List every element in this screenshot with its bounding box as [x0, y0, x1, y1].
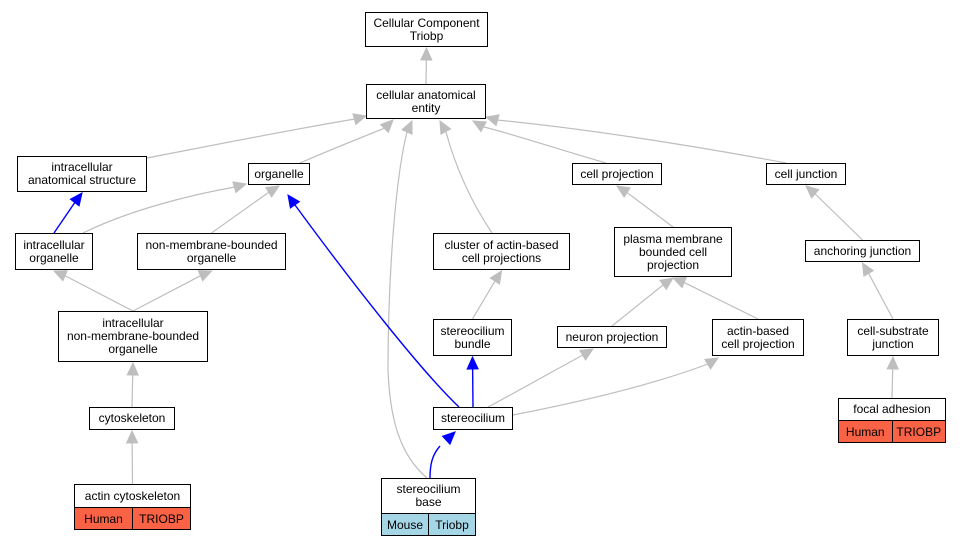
edge-cellproj-to-cae	[471, 120, 607, 164]
edge-scbase-to-stereocilium	[429, 431, 456, 479]
edge-intraorg-to-organelle	[82, 181, 248, 234]
edge-actinproj-to-pmbcp	[671, 276, 759, 320]
mouse-annotation-tag[interactable]: Triobp	[428, 514, 475, 535]
term-node-stereocilium[interactable]: stereocilium	[433, 407, 513, 430]
term-node-ias[interactable]: intracellular anatomical structure	[17, 156, 147, 192]
term-label: Cellular Component Triobp	[373, 15, 480, 43]
edge-cellsub-to-anchor	[861, 261, 894, 320]
edge-nonmem-to-organelle	[211, 185, 281, 234]
term-node-celljunc[interactable]: cell junction	[766, 163, 846, 185]
term-node-intraorg[interactable]: intracellular organelle	[15, 233, 93, 270]
term-node-intranonmem[interactable]: intracellular non-membrane-bounded organ…	[58, 311, 208, 362]
term-label: stereocilium bundle	[440, 323, 505, 351]
term-label: actin cytoskeleton	[84, 488, 181, 503]
term-node-anchor[interactable]: anchoring junction	[805, 240, 920, 262]
human-annotation-tag[interactable]: Human	[75, 508, 132, 529]
term-node-cae[interactable]: cellular anatomical entity	[366, 84, 486, 119]
term-node-organelle[interactable]: organelle	[248, 163, 310, 185]
term-label: organelle	[254, 166, 304, 181]
term-label: non-membrane-bounded organelle	[145, 237, 278, 265]
term-node-pmbcp[interactable]: plasma membrane bounded cell projection	[614, 227, 732, 277]
term-label: anchoring junction	[813, 243, 912, 258]
term-node-cellproj[interactable]: cell projection	[572, 163, 662, 185]
edge-stereocilium-to-neuronproj	[487, 348, 595, 408]
term-label: intracellular non-membrane-bounded organ…	[66, 316, 200, 356]
human-annotation-tag[interactable]: Human	[839, 421, 892, 442]
term-label: focal adhesion	[853, 402, 931, 416]
edge-anchor-to-celljunc	[805, 185, 863, 241]
human-annotation-tag[interactable]: TRIOBP	[132, 508, 190, 529]
term-label: cluster of actin-based cell projections	[444, 237, 559, 265]
edge-cytoskeleton-to-intranonmem	[126, 361, 139, 408]
edge-stereocilium-to-scbundle	[466, 355, 479, 408]
edge-cae-to-root	[420, 46, 433, 85]
edge-organelle-to-cae	[299, 119, 394, 164]
term-label: cytoskeleton	[98, 411, 166, 425]
edge-intranonmem-to-intraorg	[52, 270, 134, 312]
term-node-neuronproj[interactable]: neuron projection	[557, 326, 667, 348]
mouse-annotation-tag[interactable]: Mouse	[382, 514, 428, 535]
edge-neuronproj-to-pmbcp	[611, 277, 674, 327]
edge-cluster-to-cae	[439, 119, 493, 234]
edge-actincyto-to-cytoskeleton	[125, 429, 139, 485]
term-label: stereocilium base	[396, 482, 461, 509]
term-label: cellular anatomical entity	[376, 87, 476, 115]
term-label: intracellular organelle	[23, 237, 85, 265]
edge-ias-to-cae	[146, 113, 368, 159]
term-node-cellsub[interactable]: cell-substrate junction	[847, 319, 939, 356]
term-label: cell projection	[580, 166, 654, 181]
term-node-nonmem[interactable]: non-membrane-bounded organelle	[137, 233, 286, 270]
edge-celljunc-to-cae	[484, 114, 787, 164]
term-node-cytoskeleton[interactable]: cytoskeleton	[89, 407, 175, 430]
term-label: neuron projection	[565, 329, 659, 344]
term-node-root[interactable]: Cellular Component Triobp	[365, 12, 488, 47]
term-label: cell junction	[774, 166, 838, 181]
term-label: intracellular anatomical structure	[27, 160, 137, 187]
edge-scbase-to-cae	[387, 119, 428, 479]
term-node-cluster[interactable]: cluster of actin-based cell projections	[433, 233, 570, 270]
edge-stereocilium-to-organelle	[287, 194, 460, 408]
edge-stereocilium-to-actinproj	[512, 357, 720, 416]
term-node-scbundle[interactable]: stereocilium bundle	[433, 319, 512, 356]
term-label: plasma membrane bounded cell projection	[623, 231, 723, 272]
edge-pmbcp-to-cellproj	[615, 185, 674, 228]
term-label: stereocilium	[440, 411, 506, 425]
term-label: actin-based cell projection	[721, 323, 795, 351]
human-annotation-tag[interactable]: TRIOBP	[891, 421, 945, 442]
edge-intranonmem-to-nonmem	[132, 270, 213, 312]
term-label: cell-substrate junction	[857, 323, 929, 351]
edge-focal-to-cellsub	[886, 355, 899, 399]
edge-intraorg-to-ias	[53, 192, 83, 234]
term-node-actinproj[interactable]: actin-based cell projection	[712, 319, 804, 356]
edge-scbundle-to-cluster	[471, 269, 503, 320]
